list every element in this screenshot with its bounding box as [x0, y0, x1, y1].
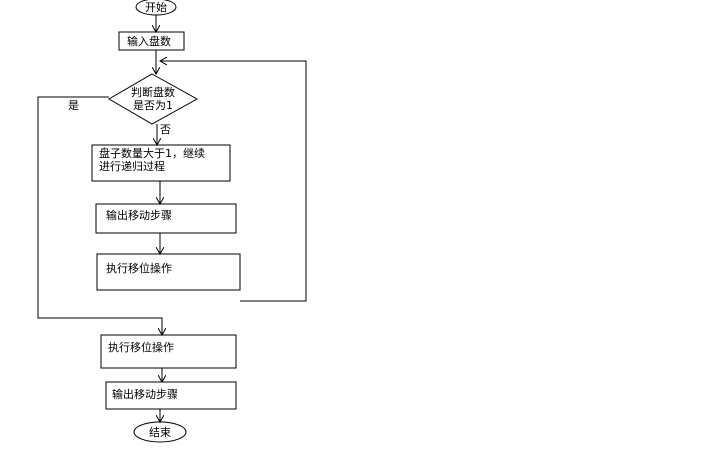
- input-box: [118, 31, 185, 51]
- start-label: 开始: [145, 1, 167, 14]
- decision-diamond: [108, 73, 199, 125]
- decision-label-line1: 判断盘数: [131, 86, 175, 99]
- execute-move-box-2: [100, 334, 237, 369]
- execute-move-label-1: 执行移位操作: [106, 262, 172, 275]
- end-label: 结束: [149, 426, 171, 439]
- recurse-label-line1: 盘子数量大于1，继续: [99, 147, 205, 160]
- input-label: 输入盘数: [127, 35, 171, 48]
- execute-move-label-2: 执行移位操作: [108, 341, 174, 354]
- yes-branch-connector: [37, 96, 162, 335]
- recurse-label-line2: 进行递归过程: [99, 160, 165, 173]
- no-branch-label: 否: [160, 123, 171, 136]
- decision-label-line2: 是否为1: [133, 99, 173, 112]
- execute-move-box-1: [96, 253, 241, 291]
- output-move-box-1: [95, 203, 237, 234]
- recurse-box: [91, 144, 231, 182]
- loop-back-connector: [160, 61, 307, 302]
- output-move-label-2: 输出移动步骤: [112, 388, 178, 401]
- yes-branch-label: 是: [68, 99, 79, 112]
- output-move-box-2: [105, 381, 237, 410]
- output-move-label-1: 输出移动步骤: [106, 209, 172, 222]
